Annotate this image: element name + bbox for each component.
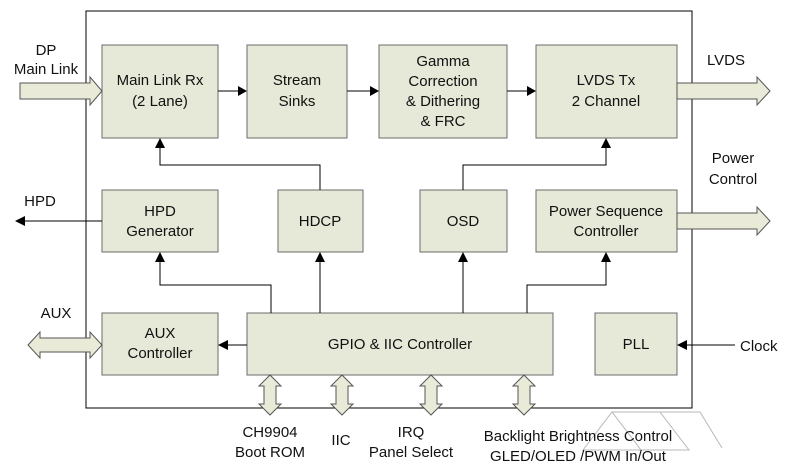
aux-controller-label-1: AUX: [145, 325, 176, 342]
irq-label-1: IRQ: [398, 424, 425, 441]
pll-label: PLL: [623, 336, 650, 353]
hpd-output-arrow: [15, 216, 102, 226]
internal-arrows: [155, 86, 611, 350]
lvds-tx-label-1: LVDS Tx: [577, 72, 636, 89]
dp-main-link-input-arrow: [19, 75, 103, 107]
power-sequence-label-2: Controller: [573, 223, 638, 240]
hdcp-label: HDCP: [299, 213, 342, 230]
hpd-generator-block: HPD Generator: [101, 189, 219, 253]
boot-rom-label-1: CH9904: [242, 424, 297, 441]
lvds-output-arrow: [676, 75, 771, 107]
aux-controller-block: AUX Controller: [101, 312, 219, 376]
backlight-bidirectional-arrow: [511, 374, 537, 416]
aux-bidirectional-arrow: [27, 330, 103, 360]
main-link-rx-label-1: Main Link Rx: [117, 72, 204, 89]
dp-label-1: DP: [36, 42, 57, 59]
lvds-output-label: LVDS: [707, 52, 745, 69]
stream-sinks-label-2: Sinks: [279, 93, 316, 110]
irq-label-2: Panel Select: [369, 444, 454, 461]
hpd-output-label: HPD: [24, 193, 56, 210]
boot-rom-label-2: Boot ROM: [235, 444, 305, 461]
hdcp-block: HDCP: [277, 189, 364, 253]
stream-sinks-label-1: Stream: [273, 72, 321, 89]
boot-rom-bidirectional-arrow: [257, 374, 283, 416]
power-sequence-controller-block: Power Sequence Controller: [535, 189, 678, 253]
gamma-correction-block: Gamma Correction & Dithering & FRC: [378, 44, 508, 139]
watermark-logo: [581, 411, 723, 451]
iic-bidirectional-arrow: [329, 374, 355, 416]
power-control-label-1: Power: [712, 150, 755, 167]
backlight-label-2: GLED/OLED /PWM In/Out: [490, 448, 667, 465]
gamma-label-4: & FRC: [421, 113, 466, 130]
gpio-iic-label: GPIO & IIC Controller: [328, 336, 472, 353]
osd-label: OSD: [447, 213, 480, 230]
stream-sinks-block: Stream Sinks: [246, 44, 348, 139]
osd-block: OSD: [419, 189, 508, 253]
lvds-tx-label-2: 2 Channel: [572, 93, 640, 110]
aux-controller-label-2: Controller: [127, 345, 192, 362]
power-control-label-2: Control: [709, 171, 757, 188]
main-link-rx-block: Main Link Rx (2 Lane): [101, 44, 219, 139]
iic-label: IIC: [331, 432, 350, 449]
dp-label-2: Main Link: [14, 61, 79, 78]
backlight-label-1: Backlight Brightness Control: [484, 428, 672, 445]
main-link-rx-label-2: (2 Lane): [132, 93, 188, 110]
irq-bidirectional-arrow: [418, 374, 444, 416]
aux-label: AUX: [41, 305, 72, 322]
gamma-label-1: Gamma: [416, 53, 470, 70]
clock-input-arrow: [677, 340, 735, 350]
hpd-generator-label-2: Generator: [126, 223, 194, 240]
pll-block: PLL: [594, 312, 678, 376]
lvds-tx-block: LVDS Tx 2 Channel: [535, 44, 678, 139]
hpd-generator-label-1: HPD: [144, 203, 176, 220]
gpio-iic-controller-block: GPIO & IIC Controller: [246, 312, 554, 376]
power-control-output-arrow: [676, 205, 771, 237]
gamma-label-3: & Dithering: [406, 93, 480, 110]
clock-label: Clock: [740, 338, 778, 355]
power-sequence-label-1: Power Sequence: [549, 203, 663, 220]
gamma-label-2: Correction: [408, 73, 477, 90]
